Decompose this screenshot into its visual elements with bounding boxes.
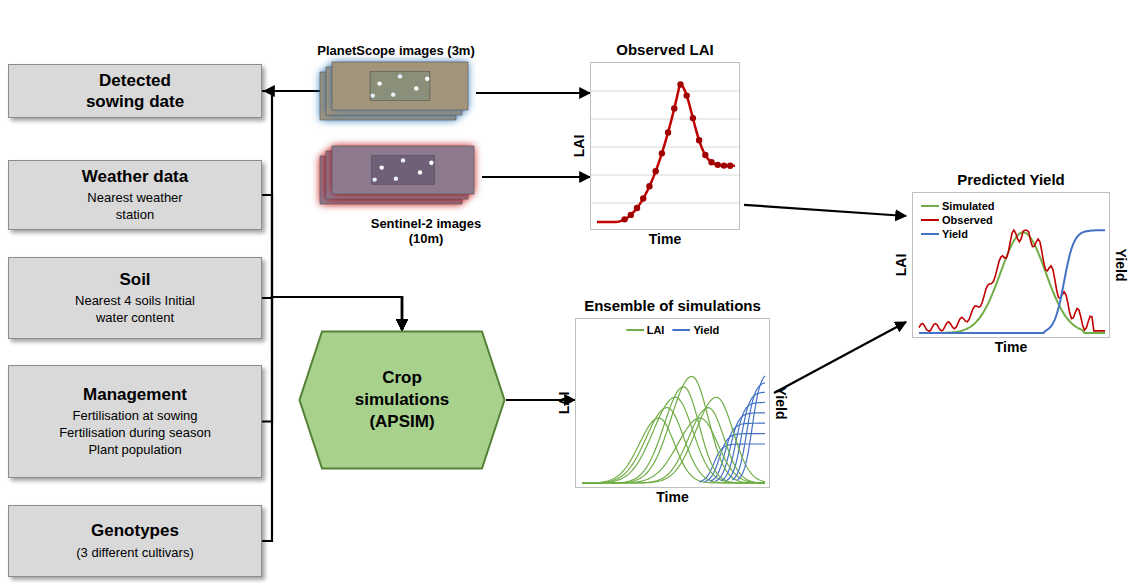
legend-label: Simulated: [942, 200, 995, 212]
observation-dot: [621, 216, 627, 222]
legend-line-sample: [921, 231, 939, 237]
observation-dot: [634, 205, 640, 211]
legend-line-sample: [921, 203, 939, 209]
observation-dot: [628, 212, 634, 218]
axis-label: LAI: [893, 254, 909, 277]
connector-arrow: [262, 91, 402, 330]
legend-line-sample: [626, 327, 644, 333]
box-title: Genotypes: [91, 520, 179, 541]
axis-label: Yield: [1113, 249, 1129, 282]
model-label: Crop simulations (APSIM): [346, 367, 458, 433]
observation-dot: [715, 162, 721, 168]
observation-dot: [659, 150, 665, 156]
input-box: Detected sowing date: [8, 64, 262, 118]
legend-label: Observed: [942, 214, 993, 226]
axis-label: Time: [649, 231, 681, 247]
chart-legend: LAI Yield: [622, 323, 724, 337]
input-box: SoilNearest 4 soils Initial water conten…: [8, 257, 262, 339]
observation-dot: [684, 92, 690, 98]
chart-curve: [597, 84, 735, 222]
image-label: PlanetScope images (3m): [317, 43, 475, 58]
chart-curve: [699, 444, 765, 482]
observation-dot: [671, 105, 677, 111]
satellite-image: [332, 146, 474, 194]
chart-graphic: [591, 63, 741, 231]
chart-curve: [919, 232, 1105, 333]
box-body: Fertilisation at sowing Fertilisation du…: [44, 408, 226, 459]
legend-line-sample: [921, 217, 939, 223]
grid-line: [591, 91, 741, 92]
chart-graphic: [576, 319, 771, 489]
axis-label: Time: [656, 489, 688, 505]
input-box: Genotypes (3 different cultivars): [8, 505, 262, 577]
img-graphic: [320, 146, 478, 208]
legend-label: LAI: [647, 324, 665, 336]
input-box: ManagementFertilisation at sowing Fertil…: [8, 365, 262, 478]
box-title: Soil: [119, 269, 150, 290]
observation-dot: [665, 129, 671, 135]
observation-dot: [640, 195, 646, 201]
box-title: Weather data: [82, 166, 188, 187]
box-title: Management: [83, 384, 187, 405]
grid-line: [591, 203, 741, 204]
image-label: Sentinel-2 images (10m): [365, 216, 487, 246]
chart-title: Ensemble of simulations: [584, 297, 761, 314]
observation-dot: [652, 168, 658, 174]
observation-dot: [690, 115, 696, 121]
axis-label: Time: [995, 339, 1027, 355]
grid-line: [591, 175, 741, 176]
connector-arrow: [774, 322, 906, 393]
observation-dot: [677, 81, 683, 87]
legend-entry: Observed: [921, 214, 995, 226]
observation-dot: [646, 183, 652, 189]
chart-legend: SimulatedObservedYield: [917, 199, 999, 241]
legend-entry: Yield: [921, 228, 995, 240]
connector-arrow: [744, 205, 906, 216]
hexagon-shape: [300, 332, 505, 469]
model-hexagon: Crop simulations (APSIM): [298, 330, 506, 470]
grid-line: [591, 119, 741, 120]
axis-label: Yield: [773, 387, 789, 420]
lai-chart: Observed LAILAITime: [590, 62, 740, 230]
box-body: (3 different cultivars): [76, 545, 194, 562]
connector-arrow: [476, 92, 590, 94]
connector-arrow: [262, 195, 402, 330]
legend-entry: Yield: [672, 324, 719, 336]
ensemble-chart: Ensemble of simulationsLAIYieldTimeLAIYi…: [575, 318, 770, 488]
legend-line-sample: [672, 327, 690, 333]
satellite-image: [332, 62, 468, 110]
legend-label: Yield: [942, 228, 968, 240]
legend-entry: LAI: [626, 324, 665, 336]
observation-dot: [727, 163, 733, 169]
yield-chart: Predicted YieldLAIYieldTimeSimulatedObse…: [912, 192, 1110, 338]
chart-curve: [582, 397, 765, 483]
axis-label: LAI: [556, 392, 572, 415]
axis-label: LAI: [571, 135, 587, 158]
legend-entry: Simulated: [921, 200, 995, 212]
connector-arrow: [482, 176, 590, 178]
grid-line: [591, 147, 741, 148]
box-body: Nearest weather station: [75, 190, 195, 224]
chart-curve: [919, 230, 1105, 331]
satellite-images: Sentinel-2 images (10m): [320, 146, 478, 208]
box-title: Detected sowing date: [75, 70, 195, 113]
box-body: Nearest 4 soils Initial water content: [69, 293, 201, 327]
chart-curve: [738, 376, 765, 480]
chart-title: Predicted Yield: [957, 171, 1065, 188]
chart-curve: [582, 376, 765, 483]
observation-dot: [721, 162, 727, 168]
observation-dot: [708, 159, 714, 165]
chart-title: Observed LAI: [616, 41, 714, 58]
legend-label: Yield: [693, 324, 719, 336]
input-box: Weather dataNearest weather station: [8, 160, 262, 230]
observation-dot: [696, 137, 702, 143]
connector-arrow: [262, 297, 402, 330]
satellite-images: PlanetScope images (3m): [320, 62, 472, 124]
chart-curve: [732, 383, 765, 481]
observation-dot: [702, 152, 708, 158]
chart-curve: [582, 387, 765, 483]
img-graphic: [320, 62, 472, 124]
chart-curve: [919, 230, 1105, 333]
